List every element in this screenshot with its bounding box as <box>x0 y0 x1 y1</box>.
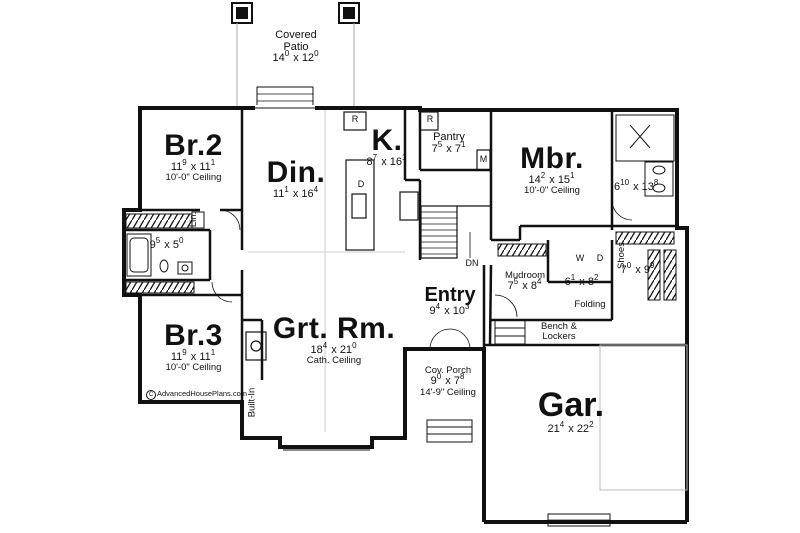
door-swings <box>211 199 633 350</box>
pantry-refrigerator-label: R <box>426 114 434 124</box>
microwave-label: M <box>479 154 488 164</box>
folding-label: Folding <box>574 299 606 310</box>
shoes-label: Shoes <box>615 242 627 269</box>
great-room-label: Grt. Rm. 184 x 210 Cath. Ceiling <box>272 312 396 367</box>
walk-in-closet-label: 70 x 99 <box>620 261 655 276</box>
entry-label: Entry 94 x 103 <box>424 284 476 317</box>
br2-label: Br.2 119 x 111 10'-0" Ceiling <box>164 129 223 184</box>
fireplace <box>245 331 267 361</box>
covered-porch-label: Cov. Porch 90 x 78 14'-9" Ceiling <box>420 365 476 398</box>
master-bath-label: 610 x 138 <box>614 178 659 193</box>
stairs-down-label: DN <box>465 258 479 268</box>
master-bedroom-label: Mbr. 142 x 151 10'-0" Ceiling <box>520 142 584 197</box>
kitchen-island <box>343 111 491 251</box>
patio-label: Covered Patio 140 x 120 <box>272 29 319 65</box>
stairs <box>420 205 490 259</box>
laundry-label: 61 x 82 <box>564 273 599 288</box>
kitchen-label: K. 87 x 161 <box>366 124 407 168</box>
covered-patio <box>231 2 360 109</box>
dining-label: Din. 111 x 164 <box>266 156 326 200</box>
dishwasher-label: D <box>357 179 365 189</box>
bench-lockers-label: Bench & Lockers <box>541 321 577 342</box>
garage-label: Gar. 214 x 222 <box>537 386 605 435</box>
washer-label: W <box>575 253 585 263</box>
pantry-label: Pantry 75 x 71 <box>431 131 466 155</box>
ceiling-lines <box>248 110 405 432</box>
bath-fixtures <box>126 114 675 277</box>
garage-slab <box>547 344 688 527</box>
hall-bath-label: 95 x 50 <box>149 236 184 251</box>
built-in-label: Built-In <box>246 387 258 418</box>
mudroom-label: Mudroom 75 x 84 <box>504 270 546 292</box>
refrigerator-label: R <box>351 114 359 124</box>
closets <box>125 211 677 301</box>
br3-label: Br.3 119 x 111 10'-0" Ceiling <box>164 319 223 374</box>
porch-steps <box>426 319 526 443</box>
linen-label: Lin. <box>188 211 200 228</box>
dryer-label: D <box>596 253 604 263</box>
